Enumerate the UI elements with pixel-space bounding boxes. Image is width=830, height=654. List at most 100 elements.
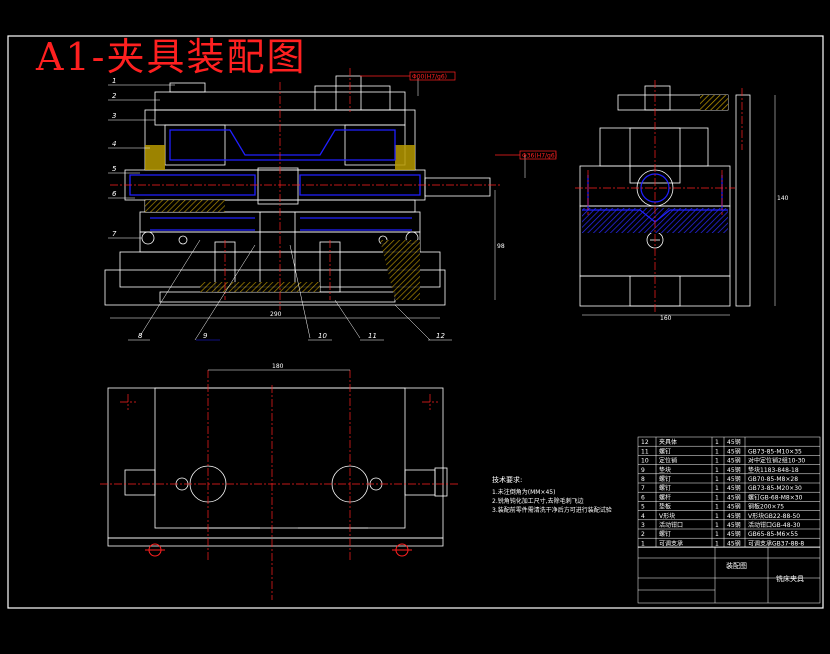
parts-cell-name: 螺钉 <box>659 447 671 455</box>
tech-req-item-1: 1.未注倒角为(MM×45) <box>492 488 555 496</box>
parts-cell-qty: 1 <box>715 458 719 465</box>
callout-7: 7 <box>112 230 117 238</box>
top-view <box>107 387 448 547</box>
parts-cell-no: 12 <box>641 439 649 446</box>
parts-cell-name: V形块 <box>659 512 675 520</box>
parts-cell-name: 螺钉 <box>659 475 671 483</box>
callout-1: 1 <box>112 77 116 85</box>
parts-cell-no: 10 <box>641 458 649 465</box>
tech-req-item-3: 3.装配前零件需清洗干净后方可进行装配试验 <box>492 506 612 514</box>
tech-req-heading: 技术要求: <box>492 475 522 484</box>
dim-front-height: 98 <box>497 243 505 250</box>
parts-cell-note: 钢板200×75 <box>748 503 784 511</box>
parts-cell-name: 垫块 <box>659 466 671 474</box>
dim-top-center: 180 <box>272 363 284 370</box>
dim-front-width: 290 <box>270 311 282 318</box>
parts-cell-material: 45钢 <box>727 539 741 547</box>
parts-cell-material: 45钢 <box>727 475 741 483</box>
parts-cell-name: 螺钉 <box>659 530 671 538</box>
callout-11: 11 <box>368 332 377 340</box>
callout-8: 8 <box>138 332 143 340</box>
parts-cell-qty: 1 <box>715 467 719 474</box>
parts-cell-name: 螺杆 <box>659 493 671 501</box>
title-block-subject: 铣床夹具 <box>776 574 804 583</box>
callout-6: 6 <box>112 190 117 198</box>
side-view <box>579 85 751 307</box>
parts-cell-material: 45钢 <box>727 530 741 538</box>
parts-cell-name: 定位销 <box>659 457 677 465</box>
parts-cell-name: 螺钉 <box>659 484 671 492</box>
parts-cell-name: 可调支承 <box>659 539 683 547</box>
front-view-hatch <box>145 145 420 300</box>
dim-side-height: 140 <box>777 195 789 202</box>
front-view-hidden <box>129 129 421 231</box>
parts-cell-no: 3 <box>641 522 645 529</box>
parts-cell-material: 45钢 <box>727 447 741 455</box>
parts-cell-note: GB73-85-M20×30 <box>748 485 802 492</box>
tolerance-tag-1: Φ00(H7/g6) <box>412 74 447 81</box>
parts-cell-material: 45钢 <box>727 493 741 501</box>
callout-leaders <box>108 84 431 341</box>
top-view-centerlines <box>100 370 460 600</box>
top-view-markers <box>145 543 412 557</box>
parts-cell-note: 可调支承GB37-88-8 <box>748 539 804 547</box>
drawing-frame <box>7 35 824 609</box>
parts-cell-no: 7 <box>641 485 645 492</box>
parts-cell-no: 9 <box>641 467 645 474</box>
drawing-title: A1-夹具装配图 <box>36 35 307 79</box>
parts-cell-qty: 1 <box>715 476 719 483</box>
parts-cell-qty: 1 <box>715 448 719 455</box>
parts-cell-no: 8 <box>641 476 645 483</box>
callout-9: 9 <box>203 332 208 340</box>
parts-cell-qty: 1 <box>715 439 719 446</box>
parts-cell-note: 活动钳口GB-48-30 <box>748 521 801 529</box>
parts-cell-note: 对中定位销2组10-30 <box>748 457 805 465</box>
dim-side-width: 160 <box>660 315 672 322</box>
parts-cell-material: 45钢 <box>727 438 741 446</box>
parts-cell-note: GB65-85-M6×55 <box>748 531 798 538</box>
parts-cell-material: 45钢 <box>727 521 741 529</box>
tolerance-tags <box>360 71 557 160</box>
title-block <box>637 546 821 604</box>
front-view-centerlines <box>110 68 500 310</box>
parts-cell-qty: 1 <box>715 531 719 538</box>
parts-cell-no: 6 <box>641 494 645 501</box>
parts-cell-note: 螺钉GB-68-M8×30 <box>748 493 803 501</box>
title-block-name: 装配图 <box>726 561 747 570</box>
parts-cell-no: 4 <box>641 513 645 520</box>
parts-cell-material: 45钢 <box>727 484 741 492</box>
parts-cell-qty: 1 <box>715 494 719 501</box>
parts-cell-qty: 1 <box>715 504 719 511</box>
front-view <box>104 75 491 306</box>
parts-cell-note: 垫块1183-848-18 <box>748 466 799 474</box>
callout-10: 10 <box>318 332 327 340</box>
parts-cell-material: 45钢 <box>727 512 741 520</box>
callout-5: 5 <box>112 165 117 173</box>
tech-req-item-2: 2.锐角钝化加工尺寸,去除毛刺飞边 <box>492 497 584 505</box>
callout-2: 2 <box>112 92 117 100</box>
parts-cell-name: 活动钳口 <box>659 521 683 529</box>
parts-cell-no: 5 <box>641 504 645 511</box>
parts-cell-no: 11 <box>641 448 649 455</box>
parts-cell-name: 夹具体 <box>659 438 677 446</box>
side-view-centerlines <box>575 80 743 312</box>
parts-cell-note: GB70-85-M8×28 <box>748 476 798 483</box>
parts-cell-qty: 1 <box>715 540 719 547</box>
parts-cell-material: 45钢 <box>727 503 741 511</box>
parts-cell-name: 垫板 <box>659 503 671 511</box>
side-view-dimensions <box>582 95 776 316</box>
parts-list-table <box>637 436 821 548</box>
parts-cell-qty: 1 <box>715 513 719 520</box>
parts-cell-no: 2 <box>641 531 645 538</box>
parts-cell-note: V形块GB22-88-50 <box>748 512 800 520</box>
callout-4: 4 <box>112 140 116 148</box>
parts-cell-material: 45钢 <box>727 466 741 474</box>
parts-cell-note: GB73-85-M10×35 <box>748 448 802 455</box>
parts-cell-material: 45钢 <box>727 457 741 465</box>
callout-3: 3 <box>112 112 116 120</box>
parts-cell-no: 1 <box>641 540 645 547</box>
parts-cell-qty: 1 <box>715 522 719 529</box>
tolerance-tag-2: Φ36(H7/g6) <box>522 153 557 160</box>
